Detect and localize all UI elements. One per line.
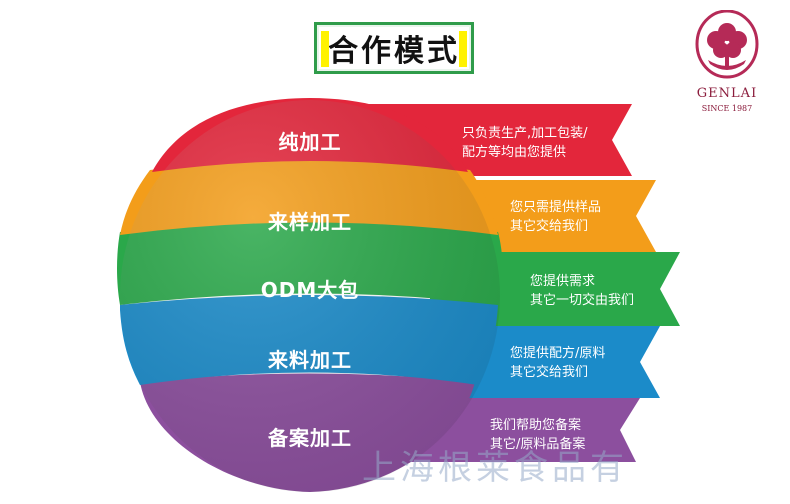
layer-desc-4-line2: 其它交给我们 xyxy=(510,365,589,380)
layer-desc-3-line2: 其它一切交由我们 xyxy=(530,293,635,308)
layer-label-5: 备案加工 xyxy=(268,426,352,450)
brand-since: SINCE 1987 xyxy=(701,104,753,113)
layer-label-4: 来料加工 xyxy=(268,348,352,372)
layer-label-1: 纯加工 xyxy=(278,130,342,154)
layer-desc-4: 您提供配方/原料 其它交给我们 xyxy=(510,344,690,382)
layer-desc-1-line2: 配方等均由您提供 xyxy=(462,145,567,160)
layer-desc-1: 只负责生产,加工包装/ 配方等均由您提供 xyxy=(462,124,642,162)
layer-desc-3-line1: 您提供需求 xyxy=(530,274,596,289)
layer-desc-4-line1: 您提供配方/原料 xyxy=(510,346,606,361)
flower-emblem-icon xyxy=(695,10,759,79)
sphere xyxy=(117,98,503,492)
layer-desc-2: 您只需提供样品 其它交给我们 xyxy=(510,198,690,236)
layer-label-3: ODM大包 xyxy=(260,278,360,302)
layer-desc-5: 我们帮助您备案 其它/原料品备案 xyxy=(490,416,670,454)
layer-label-2: 来样加工 xyxy=(268,210,352,234)
page-title: 合作模式 xyxy=(328,34,460,69)
company-watermark: 上海根莱食品有 xyxy=(362,448,628,488)
layer-desc-5-line2: 其它/原料品备案 xyxy=(490,437,586,452)
title-accent-right xyxy=(459,31,467,67)
layer-desc-2-line2: 其它交给我们 xyxy=(510,219,589,234)
layer-desc-1-line1: 只负责生产,加工包装/ xyxy=(462,126,588,141)
title-accent-left xyxy=(321,31,329,67)
genlai-logo: GENLAI SINCE 1987 xyxy=(684,10,770,120)
title-banner: 合作模式 xyxy=(314,22,474,74)
layer-desc-3: 您提供需求 其它一切交由我们 xyxy=(530,272,710,310)
layer-desc-5-line1: 我们帮助您备案 xyxy=(490,418,582,433)
brand-name: GENLAI xyxy=(696,86,758,101)
layer-desc-2-line1: 您只需提供样品 xyxy=(510,200,602,215)
ribbon-5 xyxy=(410,398,640,462)
